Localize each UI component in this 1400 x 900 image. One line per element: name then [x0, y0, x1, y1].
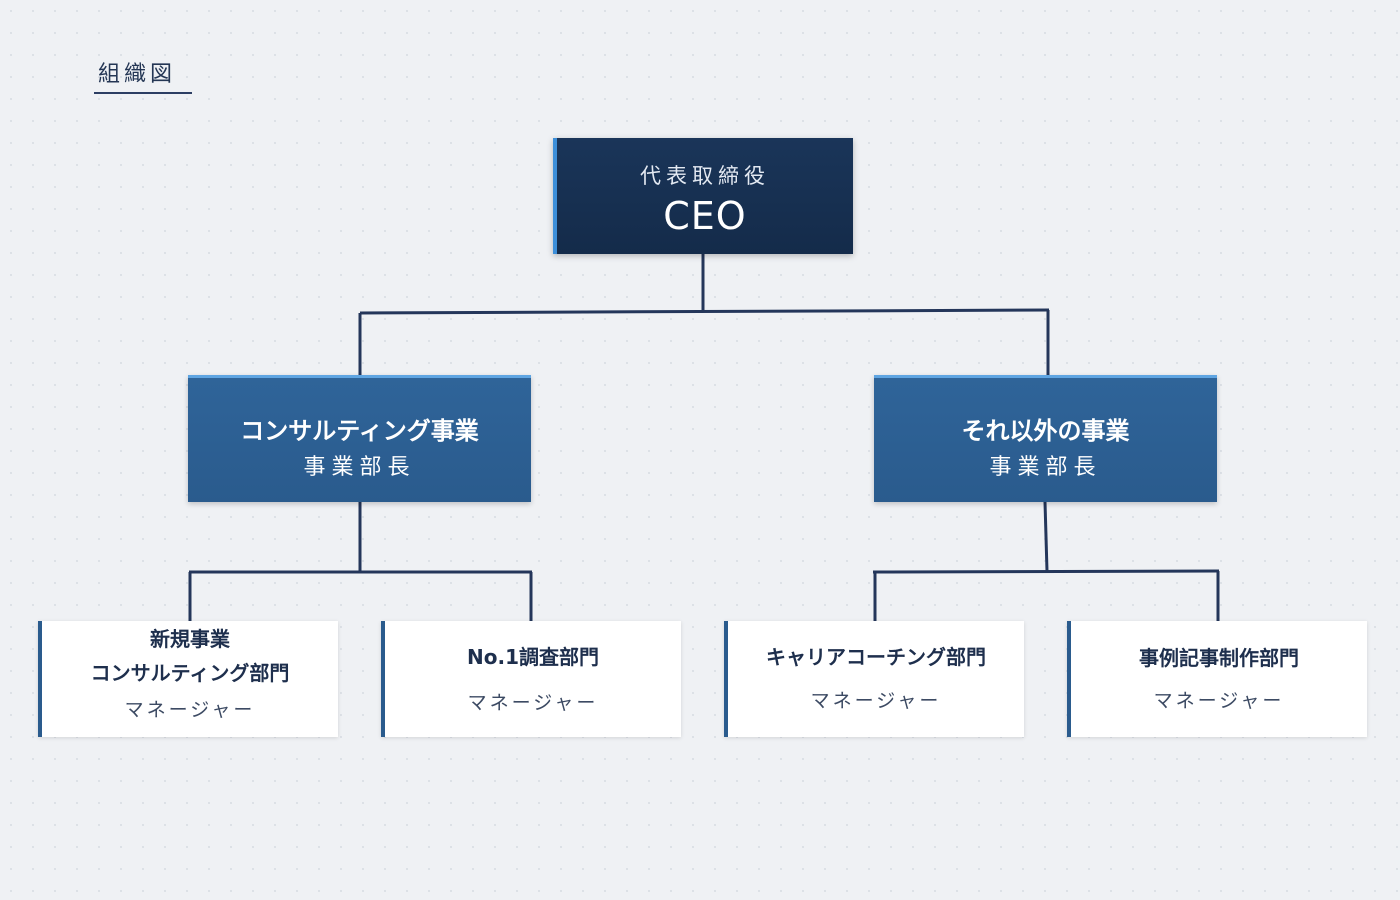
department-name: キャリアコーチング部門: [766, 645, 986, 669]
division-name: それ以外の事業: [961, 417, 1130, 445]
department-role: マネージャー: [124, 699, 256, 721]
connector-division-right-down: [1043, 501, 1049, 572]
connector-right-bar: [872, 569, 1220, 574]
page-title-text: 組織図: [98, 62, 177, 87]
department-role: マネージャー: [1153, 690, 1285, 712]
division-name: コンサルティング事業: [240, 417, 479, 445]
division-consulting-box: コンサルティング事業 事業部長: [188, 375, 531, 502]
department-career-coaching-box: キャリアコーチング部門 マネージャー: [724, 621, 1024, 737]
department-name-line2: コンサルティング部門: [90, 661, 290, 685]
department-role: マネージャー: [467, 692, 599, 714]
division-role: 事業部長: [303, 455, 416, 480]
department-role: マネージャー: [810, 690, 942, 712]
division-other-box: それ以外の事業 事業部長: [874, 375, 1217, 502]
ceo-role: 代表取締役: [640, 164, 770, 188]
department-name: No.1調査部門: [467, 645, 599, 669]
department-name-line1: 新規事業: [150, 627, 230, 651]
division-role: 事業部長: [989, 455, 1102, 480]
ceo-title: CEO: [663, 194, 747, 238]
ceo-box: 代表取締役 CEO: [553, 138, 853, 254]
connector-top-bar: [359, 308, 1050, 315]
department-new-business-consulting-box: 新規事業 コンサルティング部門 マネージャー: [38, 621, 338, 737]
department-no1-research-box: No.1調査部門 マネージャー: [381, 621, 681, 737]
department-name: 事例記事制作部門: [1139, 646, 1299, 670]
page-title: 組織図: [94, 52, 192, 94]
department-case-article-box: 事例記事制作部門 マネージャー: [1067, 621, 1367, 737]
